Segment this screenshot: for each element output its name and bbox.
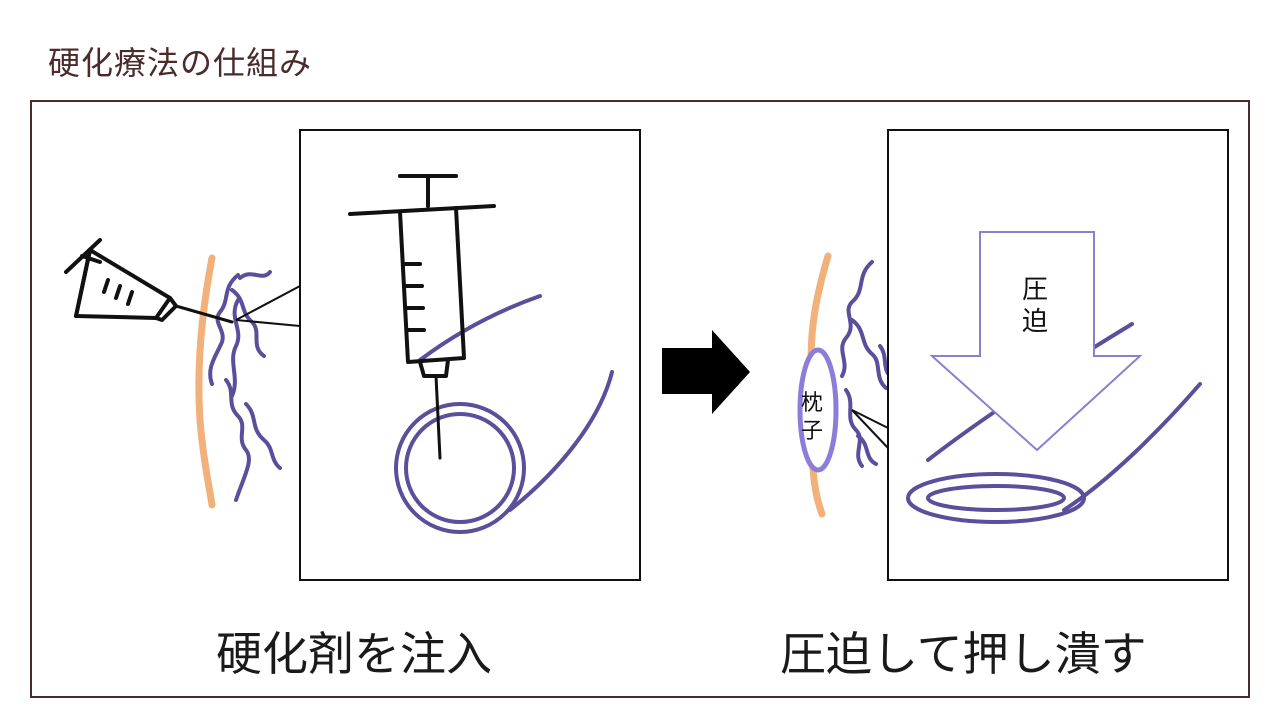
zoom-box-left bbox=[299, 129, 641, 581]
flow-arrow-icon bbox=[662, 330, 750, 414]
pillow bbox=[797, 347, 839, 473]
skin-line-left bbox=[195, 254, 216, 509]
press-arrow-icon bbox=[929, 231, 1143, 452]
press-label-2: 迫 bbox=[1022, 307, 1048, 337]
callout-lines-right bbox=[851, 409, 889, 449]
vein-cross-section-left bbox=[394, 294, 614, 534]
caption-inject: 硬化剤を注入 bbox=[216, 627, 492, 681]
small-veins-right bbox=[840, 260, 892, 468]
diagram-frame bbox=[30, 100, 1250, 698]
pillow-label-1: 枕 bbox=[801, 391, 823, 416]
syringe-icon-small bbox=[64, 238, 234, 324]
press-label-1: 圧 bbox=[1022, 275, 1048, 305]
callout-lines-left bbox=[235, 285, 301, 327]
small-veins-left bbox=[208, 270, 282, 502]
caption-compress: 圧迫して押し潰す bbox=[780, 627, 1147, 681]
page-title: 硬化療法の仕組み bbox=[48, 44, 313, 82]
pillow-label-2: 子 bbox=[801, 419, 823, 444]
syringe-icon-large bbox=[348, 174, 496, 460]
